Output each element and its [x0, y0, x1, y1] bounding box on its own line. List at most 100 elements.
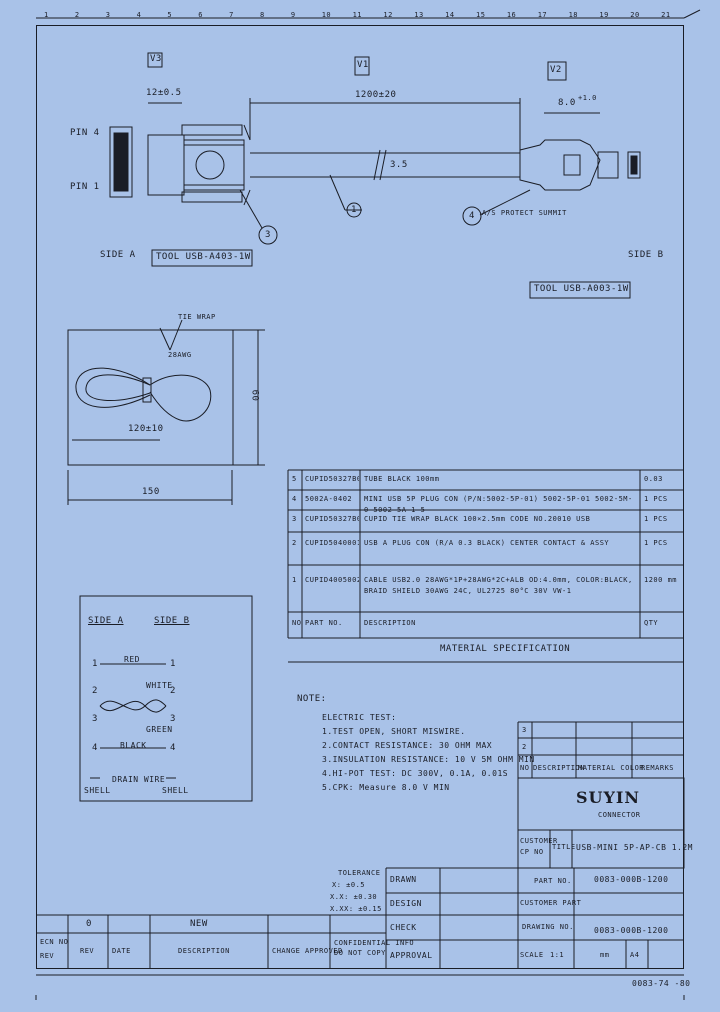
note-line: 3.INSULATION RESISTANCE: 10 V 5M OHM MIN	[322, 755, 535, 764]
ruler-mark: 10	[321, 11, 332, 19]
rev-header-desc: DESCRIPTION	[178, 947, 230, 955]
company-logo: SUYIN	[576, 788, 641, 807]
wire-pin-4b: 4	[170, 743, 176, 753]
rev-row-no: 3	[522, 726, 527, 734]
bom-spec: CUPID TIE WRAP BLACK 100×2.5mm CODE NO.2…	[364, 515, 591, 523]
drawing-frame	[36, 25, 684, 969]
bom-no: 3	[292, 515, 297, 523]
rev-header-ecn-label: ECN NO	[40, 938, 69, 946]
wiring-side-a: SIDE A	[88, 616, 124, 626]
ruler-mark: 17	[537, 11, 548, 19]
bom-part: CUPID50327B0100	[305, 475, 359, 483]
wire-pin-2a: 2	[92, 686, 98, 696]
tolerance-2: X.X: ±0.30	[330, 893, 378, 901]
tool-a-label: TOOL USB-A403-1W	[156, 252, 251, 262]
check-label: CHECK	[390, 923, 417, 932]
rev-row-no: 2	[522, 743, 527, 751]
bom-part: 5002A-0402	[305, 495, 353, 503]
bom-qty: 1 PCS	[644, 515, 668, 523]
bom-spec: DESCRIPTION	[364, 619, 416, 627]
ruler-mark: 13	[414, 11, 424, 19]
side-b-label: SIDE B	[628, 250, 664, 260]
bom-no: 1	[292, 576, 297, 584]
note-line: 2.CONTACT RESISTANCE: 30 OHM MAX	[322, 741, 493, 750]
wire-pin-4a: 4	[92, 743, 98, 753]
wire-color-black: BLACK	[120, 741, 147, 750]
dim-150: 150	[142, 487, 160, 497]
dim-12: 12±0.5	[146, 88, 182, 98]
ruler-mark: 8	[260, 11, 265, 19]
note-line: 4.HI-POT TEST: DC 300V, 0.1A, 0.01S	[322, 769, 509, 778]
rev-header-rev: REV	[80, 947, 95, 955]
size-value: A4	[630, 951, 640, 959]
rev-approval-2: DO NOT COPY	[334, 949, 386, 957]
rev-header-date: DATE	[112, 947, 131, 955]
ruler-mark: 2	[74, 11, 80, 19]
part-no-value: 0083-000B-1200	[594, 875, 669, 884]
bom-part: CUPID50400017	[305, 539, 359, 547]
customer-part-label: CUSTOMER PART	[520, 899, 582, 907]
tolerance-0: TOLERANCE	[338, 869, 381, 877]
bom-spec: TUBE BLACK 100mm	[364, 475, 440, 483]
wire-pin-1b: 1	[170, 659, 176, 669]
ruler-mark: 6	[198, 11, 203, 19]
rev-head-no: NO	[520, 764, 530, 772]
part-no-label: PART NO.	[534, 877, 572, 885]
ruler-mark: 7	[229, 11, 234, 19]
ruler-mark: 3	[105, 11, 111, 19]
ruler-mark: 12	[383, 11, 393, 19]
wiring-side-b: SIDE B	[154, 616, 190, 626]
bom-part: CUPID40050027	[305, 576, 359, 584]
scale-label: SCALE	[520, 951, 544, 959]
note-line: ELECTRIC TEST:	[322, 713, 397, 722]
tolerance-3: X.XX: ±0.15	[330, 905, 382, 913]
drawing-title: USB-MINI 5P-AP-CB 1.2M	[576, 843, 693, 852]
dim-8-tol: +1.0	[578, 94, 597, 102]
ruler-mark: 14	[445, 11, 455, 19]
pin4-label: PIN 4	[70, 128, 100, 138]
customer-label: CUSTOMER CP NO	[520, 837, 558, 856]
ruler-mark: 4	[136, 11, 142, 19]
revision-number: 0	[86, 919, 92, 929]
dim-1200: 1200±20	[355, 90, 397, 100]
tolerance-1: X: ±0.5	[332, 881, 366, 889]
drain-wire-label: DRAIN WIRE	[112, 775, 166, 784]
bom-no: 2	[292, 539, 297, 547]
ruler-mark: 15	[476, 11, 486, 19]
company-logo-sub: CONNECTOR	[598, 811, 641, 819]
footer-code: 0083-74 -80	[632, 979, 691, 988]
unit-value: mm	[600, 951, 610, 959]
rev-header-rev-label: REV	[40, 952, 55, 960]
note-line: 1.TEST OPEN, SHORT MISWIRE.	[322, 727, 466, 736]
balloon-4: 4	[469, 211, 475, 221]
dim-cable: 3.5	[390, 160, 408, 170]
ruler-mark: 16	[506, 11, 517, 19]
wire-pin-3b: 3	[170, 714, 176, 724]
bom-qty: 1 PCS	[644, 539, 668, 547]
view-label-v2: V2	[550, 65, 562, 75]
side-a-label: SIDE A	[100, 250, 136, 260]
drawn-label: DRAWN	[390, 875, 417, 884]
drawing-no-value: 0083-000B-1200	[594, 926, 669, 935]
dim-120: 120±10	[128, 424, 164, 434]
wire-pin-1a: 1	[92, 659, 98, 669]
wire-color-red: RED	[124, 655, 140, 664]
ruler-mark: 20	[630, 11, 640, 19]
wire-color-white: WHITE	[146, 681, 173, 690]
coil-wire-label: 28AWG	[168, 351, 192, 359]
ruler-mark: 1	[44, 11, 49, 19]
design-label: DESIGN	[390, 899, 422, 908]
balloon-3: 3	[265, 230, 271, 240]
revision-desc: NEW	[190, 919, 208, 929]
shell-a-label: SHELL	[84, 786, 111, 795]
coil-tie-label: TIE WRAP	[178, 313, 216, 321]
bom-spec: CABLE USB2.0 28AWG*1P+28AWG*2C+ALB OD:4.…	[364, 576, 633, 595]
rev-head-remarks: REMARKS	[641, 764, 675, 772]
title-label: TITLE	[552, 843, 576, 851]
shell-b-label: SHELL	[162, 786, 189, 795]
rev-approval-0: CHANGE APPROVED	[272, 947, 343, 955]
rev-head-desc: DESCRIPTION	[533, 764, 585, 772]
balloon-1: 1	[351, 205, 357, 215]
wire-pin-3a: 3	[92, 714, 98, 724]
